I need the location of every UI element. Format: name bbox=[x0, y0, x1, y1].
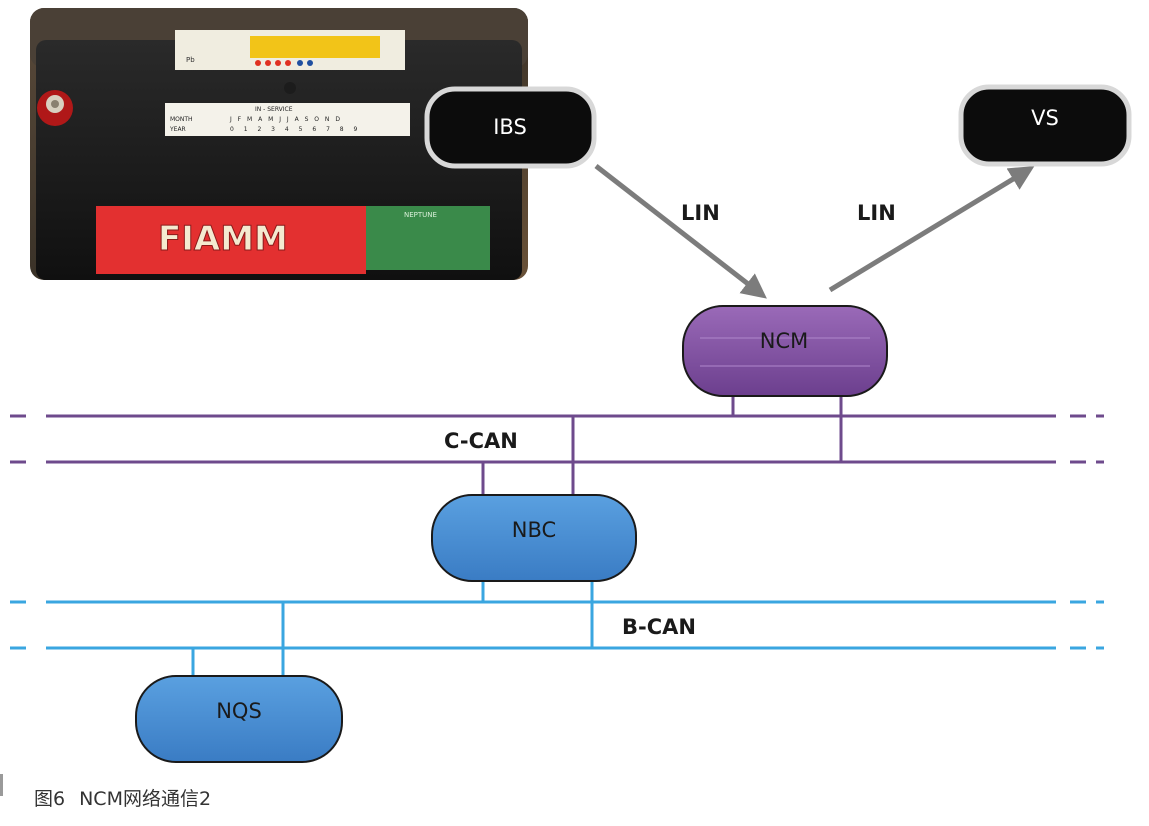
battery-terminal-icon bbox=[37, 90, 73, 126]
lead-mark: Pb bbox=[186, 56, 195, 64]
figure-title: NCM网络通信2 bbox=[79, 788, 212, 810]
node-nbc: NBC bbox=[431, 494, 637, 582]
lin-links: LIN LIN bbox=[594, 164, 1035, 299]
year-digits: 0 1 2 3 4 5 6 7 8 9 bbox=[230, 126, 361, 133]
bcan-bus bbox=[10, 578, 1104, 678]
fiamm-brand: FIAMM bbox=[158, 219, 288, 259]
node-ncm: NCM bbox=[682, 305, 888, 397]
battery-photo: Pb IN - SERVICE MONTH J F M A M J J A S … bbox=[30, 8, 528, 280]
node-ibs: IBS bbox=[424, 86, 597, 169]
figure-number: 图6 bbox=[34, 788, 66, 810]
node-ibs-label: IBS bbox=[493, 115, 527, 139]
ccan-label: C-CAN bbox=[444, 429, 518, 453]
service-label-title: IN - SERVICE bbox=[255, 106, 293, 113]
node-nbc-label: NBC bbox=[512, 518, 556, 542]
node-vs-label: VS bbox=[1031, 106, 1059, 130]
year-label: YEAR bbox=[169, 126, 186, 133]
month-label: MONTH bbox=[170, 116, 193, 123]
ccan-bus bbox=[10, 394, 1104, 497]
node-nqs-label: NQS bbox=[216, 699, 262, 723]
service-label: IN - SERVICE MONTH J F M A M J J A S O N… bbox=[165, 103, 410, 136]
page-edge-mark bbox=[0, 774, 3, 796]
bcan-label: B-CAN bbox=[622, 615, 696, 639]
warning-label: Pb bbox=[175, 30, 405, 70]
node-nqs: NQS bbox=[135, 675, 343, 763]
lin-arrow-ibs-to-ncm bbox=[594, 164, 767, 299]
neptune-label: NEPTUNE bbox=[404, 211, 437, 219]
fiamm-logo: FIAMM NEPTUNE bbox=[96, 206, 490, 274]
lin-label-right: LIN bbox=[857, 201, 896, 225]
lin-label-left: LIN bbox=[681, 201, 720, 225]
lin-arrow-ncm-to-vs bbox=[828, 166, 1035, 293]
node-vs: VS bbox=[958, 84, 1132, 167]
node-ncm-label: NCM bbox=[760, 329, 809, 353]
figure-caption: 图6 NCM网络通信2 bbox=[34, 784, 211, 811]
month-letters: J F M A M J J A S O N D bbox=[229, 116, 342, 123]
